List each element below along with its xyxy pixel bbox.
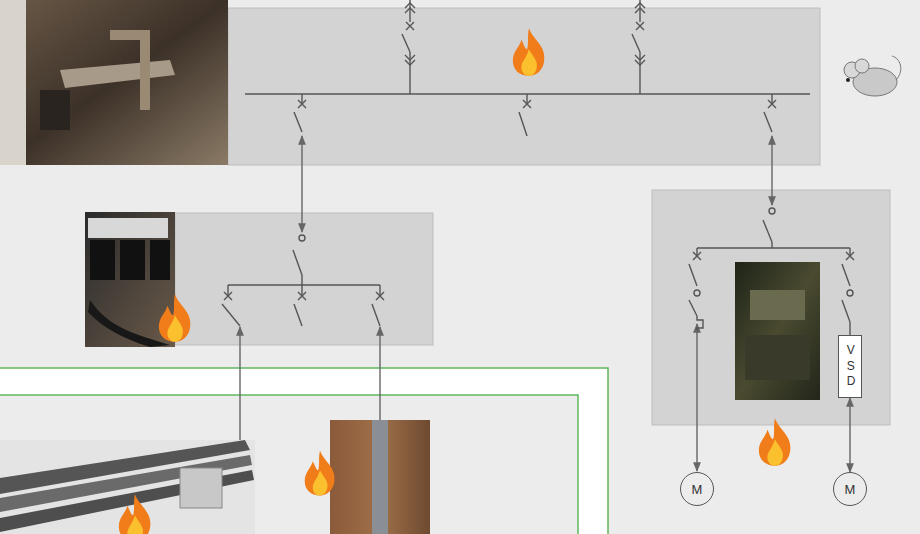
switchgear-photo xyxy=(0,0,228,165)
feeder-cable xyxy=(240,136,772,471)
motor-circle: M xyxy=(833,472,867,506)
sub-board-wiring xyxy=(222,235,384,326)
mcc-photo xyxy=(735,262,820,400)
rodent-icon xyxy=(838,40,906,110)
main-switchboard xyxy=(228,8,820,165)
node-label: M xyxy=(845,482,856,497)
node-label: M xyxy=(692,482,703,497)
fire-icon xyxy=(513,28,545,76)
fire-icon xyxy=(759,418,791,466)
fire-icon xyxy=(159,294,191,342)
mcc-wiring xyxy=(689,208,854,335)
motor-circle: M xyxy=(680,472,714,506)
wall-penetration-photo xyxy=(330,420,430,534)
motor-control-centre xyxy=(652,190,890,425)
motor-cable xyxy=(849,398,850,472)
fire-icon xyxy=(305,451,335,496)
sub-distribution-board xyxy=(175,213,433,345)
main-wiring xyxy=(245,0,810,136)
fire-icon xyxy=(119,494,151,534)
vsd-box: V S D xyxy=(838,335,862,398)
node-label: V S D xyxy=(847,343,854,390)
boundary-band xyxy=(0,368,608,534)
